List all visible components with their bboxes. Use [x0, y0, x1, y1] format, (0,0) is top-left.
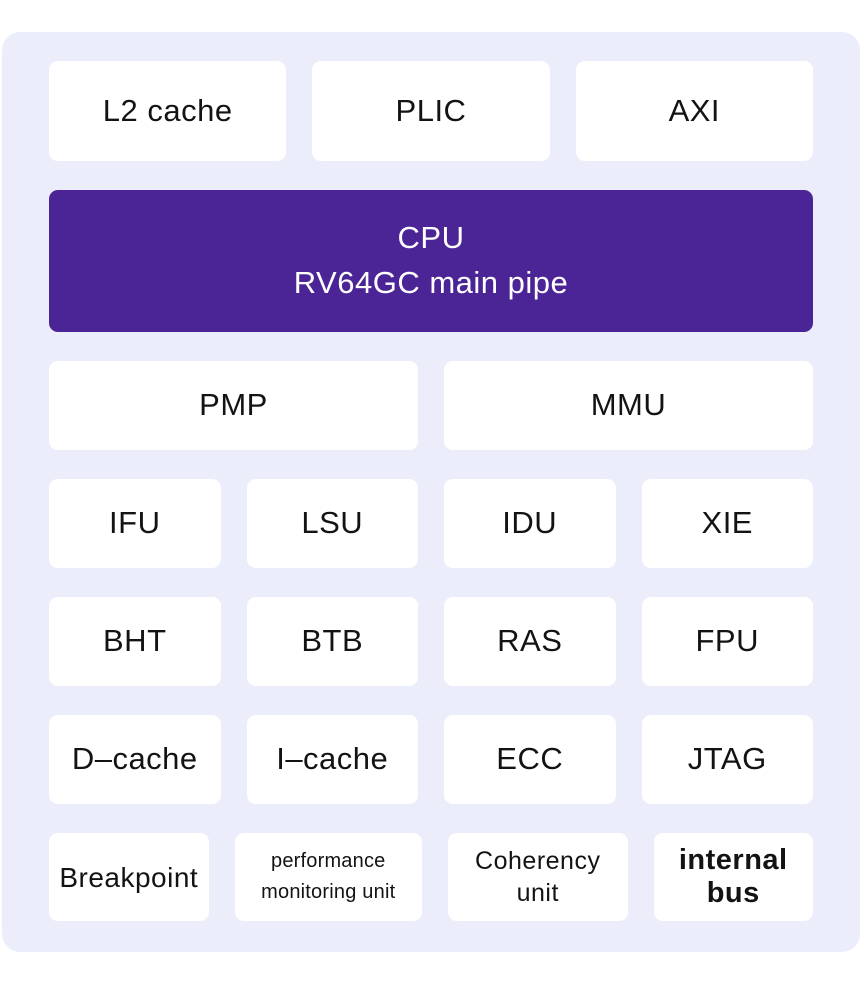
block-performance-monitoring-unit: performance monitoring unit — [234, 833, 422, 921]
block-idu: IDU — [444, 479, 616, 568]
block-fpu: FPU — [641, 597, 813, 686]
grid-row-2: BHT BTB RAS FPU — [49, 597, 813, 686]
block-ecc: ECC — [444, 715, 616, 804]
cpu-label-line1: CPU — [397, 220, 465, 256]
block-coherency-unit: Coherency unit — [448, 833, 628, 921]
block-bht: BHT — [49, 597, 221, 686]
block-lsu: LSU — [246, 479, 418, 568]
grid-row-1: IFU LSU IDU XIE — [49, 479, 813, 568]
mid-row: PMP MMU — [49, 361, 813, 450]
block-xie: XIE — [641, 479, 813, 568]
block-btb: BTB — [246, 597, 418, 686]
grid-row-4: Breakpoint performance monitoring unit C… — [49, 833, 813, 921]
block-axi: AXI — [575, 61, 813, 161]
block-d-cache: D–cache — [49, 715, 221, 804]
top-row: L2 cache PLIC AXI — [49, 61, 813, 161]
cpu-label-line2: RV64GC main pipe — [293, 265, 569, 300]
block-mmu: MMU — [444, 361, 813, 450]
block-ifu: IFU — [49, 479, 221, 568]
block-breakpoint: Breakpoint — [49, 833, 209, 921]
block-plic: PLIC — [312, 61, 550, 161]
block-pmp: PMP — [49, 361, 418, 450]
block-internal-bus: internal bus — [653, 833, 813, 921]
block-i-cache: I–cache — [246, 715, 418, 804]
soc-diagram-panel: L2 cache PLIC AXI CPU RV64GC main pipe P… — [2, 32, 860, 952]
block-l2-cache: L2 cache — [49, 61, 287, 161]
grid-row-3: D–cache I–cache ECC JTAG — [49, 715, 813, 804]
block-jtag: JTAG — [641, 715, 813, 804]
block-cpu-main-pipe: CPU RV64GC main pipe — [49, 190, 813, 332]
block-ras: RAS — [444, 597, 616, 686]
